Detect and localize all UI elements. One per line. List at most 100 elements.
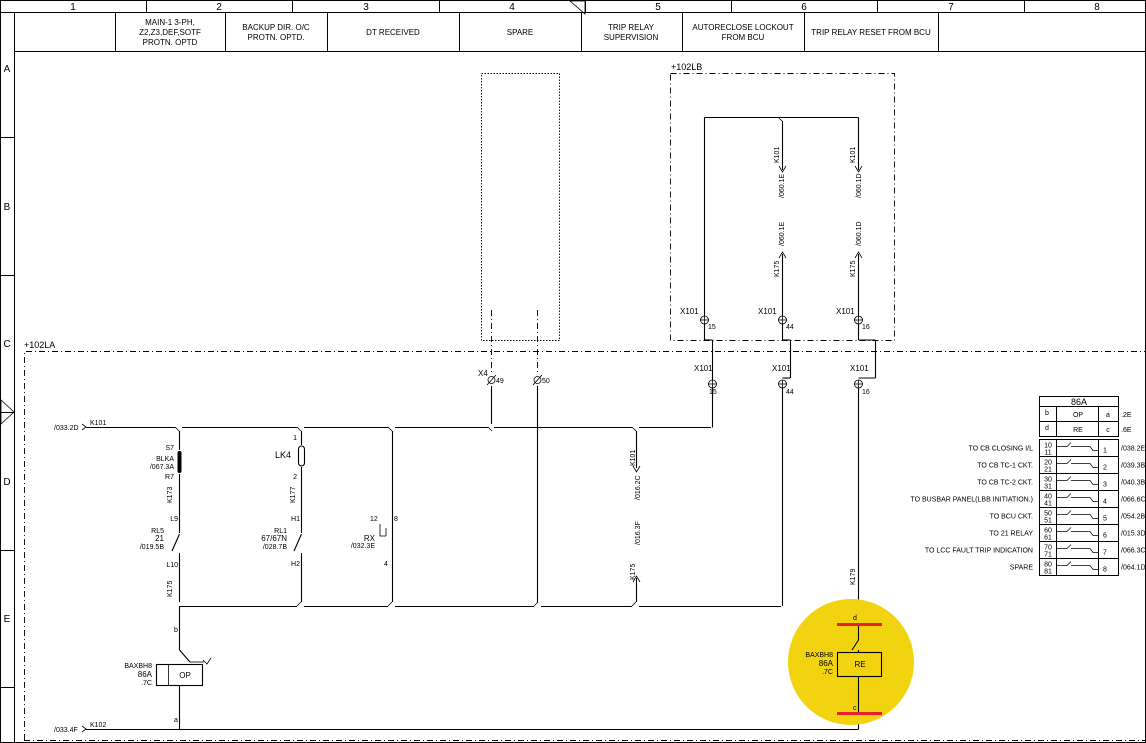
la-x101-16-name: X101 [850, 364, 869, 373]
la-x101-terminal-44: 44 [786, 389, 794, 396]
row-letter: B [4, 202, 11, 213]
op-coil-ref: .7C [141, 680, 152, 687]
s7-top-terminal: S7 [165, 445, 174, 452]
contact-row-box [1039, 558, 1119, 576]
contact-terminal-1: 20 [1044, 460, 1052, 467]
contact-terminal-1: 50 [1044, 511, 1052, 518]
rx-reference: /032.3E [351, 543, 375, 550]
rl5-name: RL5 [151, 528, 164, 535]
contact-terminal-1: 80 [1044, 562, 1052, 569]
relay-re-label: RE [1073, 427, 1083, 434]
rl5-branch: S7 BLKA /067.3A R7 K173 L9 RL5 21 /019.5… [140, 431, 182, 602]
tcs-k175-label: K175 [630, 564, 637, 580]
terminal-icon [700, 315, 709, 325]
positive-bus: /033.2D K101 [54, 420, 711, 432]
k175-wire-label: K175 [167, 581, 174, 597]
rl5-reference: /019.5B [140, 544, 164, 551]
re-contact-icon [851, 639, 859, 651]
k173-wire-label: K173 [167, 487, 174, 503]
op-coil-code: 86A [138, 670, 153, 679]
terminal-icon [778, 379, 787, 389]
contact-number: 5 [1103, 516, 1107, 523]
contact-terminal-2: 81 [1044, 569, 1052, 576]
lb-b-k175-label: K175 [850, 261, 857, 277]
contact-number: 7 [1103, 550, 1107, 557]
terminal-icon [854, 315, 863, 325]
x4-terminal-49: 49 [496, 378, 504, 385]
contact-reference: /064.1D [1121, 565, 1146, 572]
contact-label: TO CB TC-2 CKT. [977, 480, 1033, 487]
k102-wire-label: K102 [90, 722, 106, 729]
header-title-dt-received: DT RECEIVED [366, 28, 420, 37]
lk4-terminal-2: 2 [293, 474, 297, 481]
contact-reference: /038.2E [1121, 446, 1145, 453]
x4-terminal-50: 50 [542, 378, 550, 385]
s7-name: BLKA [156, 456, 174, 463]
terminal-icon [854, 379, 863, 389]
rl1-code: 67/67N [261, 534, 287, 543]
re-coil-code: 86A [819, 659, 834, 668]
contact-number: 4 [1103, 499, 1107, 506]
column-numbers: 1 2 3 4 5 6 7 8 [70, 2, 1100, 13]
k101-reference: /033.2D [54, 425, 79, 432]
contact-symbol-icon [1057, 561, 1098, 570]
op-contact-icon [179, 649, 212, 665]
header-title-ar-lockout-line2: FROM BCU [722, 33, 765, 42]
k101-wire-label: K101 [90, 420, 106, 427]
terminal-icon [778, 315, 787, 325]
contact-symbol-icon [1057, 442, 1098, 451]
column-number: 2 [216, 2, 222, 13]
op-coil-label: OP [179, 671, 191, 680]
contact-terminal-2: 51 [1044, 518, 1052, 525]
contact-terminal-1: 30 [1044, 477, 1052, 484]
contact-terminal-2: 61 [1044, 535, 1052, 542]
contact-symbol-icon [1057, 459, 1098, 468]
contact-reference: /066.6C [1121, 497, 1146, 504]
contact-label: SPARE [1010, 565, 1034, 572]
contact-terminal-2: 71 [1044, 552, 1052, 559]
contact-terminal-2: 31 [1044, 484, 1052, 491]
lb-a-ref-1: /060.1E [779, 174, 786, 198]
return-bus [179, 601, 781, 608]
contact-symbol-icon [1057, 527, 1098, 536]
op-terminal-b: b [174, 627, 178, 634]
tcs-ref-2: /016.3F [635, 521, 642, 545]
terminal-icon [708, 379, 717, 389]
rl5-contact-icon [171, 533, 181, 552]
column-number: 6 [801, 2, 807, 13]
contact-reference: /066.3C [1121, 548, 1146, 555]
lb-b-k101-label: K101 [850, 147, 857, 163]
rl5-code: 21 [155, 534, 164, 543]
re-coil-label: RE [854, 660, 865, 669]
header-title-main1-line1: MAIN-1 3-PH, [145, 18, 195, 27]
panel-label-102lb: +102LB [671, 62, 702, 72]
re-coil-highlight [788, 599, 914, 725]
relay-table-title: 86A [1071, 397, 1087, 407]
k102-reference: /033.4F [54, 727, 78, 734]
re-coil-box [836, 651, 883, 678]
column-number: 7 [948, 2, 954, 13]
re-coil-name: BAXBH8 [805, 652, 833, 659]
s7-reference: /067.3A [150, 464, 174, 471]
header-title-backup-line1: BACKUP DIR. O/C [242, 23, 310, 32]
header-title-main1-line2: Z2,Z3,DEF,SOTF [139, 28, 201, 37]
contact-reference: /040.3B [1121, 480, 1145, 487]
rx-terminal-4: 4 [384, 561, 388, 568]
header-title-row: MAIN-1 3-PH, Z2,Z3,DEF,SOTF PROTN. OPTD … [115, 12, 939, 51]
lb-x101-15-name: X101 [680, 307, 699, 316]
contact-terminal-2: 21 [1044, 467, 1052, 474]
column-number: 3 [363, 2, 369, 13]
x4-terminal-name: X4 [478, 369, 488, 378]
rx-terminal-8: 8 [394, 516, 398, 523]
op-coil-circuit: b OP BAXBH8 86A .7C a [124, 606, 212, 730]
relay-re-right: c [1106, 427, 1110, 434]
rl5-l9-terminal: L9 [170, 516, 178, 523]
header-title-ar-lockout-line1: AUTORECLOSE LOCKOUT [692, 23, 793, 32]
panel-102lb-wiring: K101 /060.1E /060.1E K175 K101 /060.1D /… [680, 116, 870, 331]
header-title-spare: SPARE [507, 28, 534, 37]
rl1-branch: 1 LK4 2 K177 H1 RL1 67/67N /028.7B H2 [261, 431, 306, 602]
header-title-trip-relay-line1: TRIP RELAY [608, 23, 655, 32]
contact-number: 3 [1103, 482, 1107, 489]
